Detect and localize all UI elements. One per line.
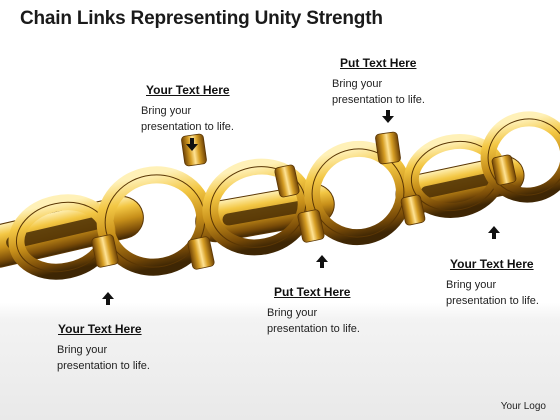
- callout-5: Your Text Here Bring your presentation t…: [446, 257, 539, 309]
- callout-body-line: presentation to life.: [446, 295, 539, 307]
- callout-heading: Your Text Here: [146, 83, 230, 97]
- arrow-up-icon: [316, 255, 328, 268]
- callout-body-line: presentation to life.: [141, 121, 234, 133]
- chain-link: [480, 111, 560, 203]
- callout-body-line: Bring your: [446, 279, 497, 291]
- callout-body-line: presentation to life.: [267, 323, 360, 335]
- callout-heading: Your Text Here: [450, 257, 534, 271]
- arrow-down-icon: [186, 138, 198, 151]
- callout-heading: Put Text Here: [340, 56, 417, 70]
- callout-4: Put Text Here Bring your presentation to…: [267, 285, 360, 337]
- callout-1: Your Text Here Bring your presentation t…: [141, 83, 234, 135]
- callout-3: Your Text Here Bring your presentation t…: [57, 322, 150, 374]
- callout-heading: Your Text Here: [58, 322, 142, 336]
- callout-body-line: Bring your: [141, 105, 192, 117]
- callout-heading: Put Text Here: [274, 285, 351, 299]
- callout-2: Put Text Here Bring your presentation to…: [332, 56, 425, 108]
- callout-body-line: Bring your: [332, 78, 383, 90]
- callout-body-line: Bring your: [57, 344, 108, 356]
- chain-link: [304, 140, 412, 246]
- callout-body-line: Bring your: [267, 307, 318, 319]
- arrow-down-icon: [382, 110, 394, 123]
- callout-body-line: presentation to life.: [57, 360, 150, 372]
- slide-title: Chain Links Representing Unity Strength: [20, 8, 383, 29]
- callout-body-line: presentation to life.: [332, 94, 425, 106]
- logo-placeholder: Your Logo: [500, 401, 546, 412]
- arrow-up-icon: [102, 292, 114, 305]
- arrow-up-icon: [488, 226, 500, 239]
